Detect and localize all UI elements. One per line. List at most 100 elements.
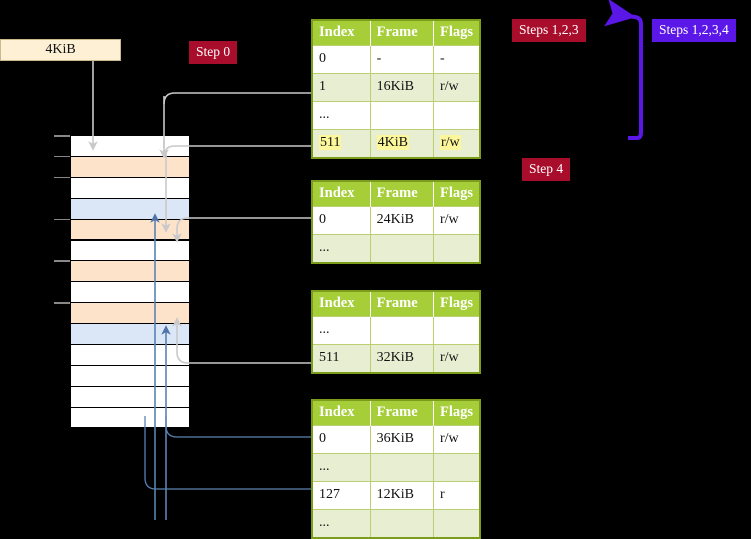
violet-bracket-arrow	[604, 0, 643, 140]
wire-t1-511-to-mem	[163, 145, 311, 158]
table-cell	[370, 101, 434, 130]
table-cell	[370, 316, 434, 345]
table-cell: r/w	[433, 206, 479, 235]
table-cell: r	[433, 481, 479, 510]
wire-t2-row0-to-mem6	[172, 217, 311, 243]
table-cell	[370, 509, 434, 537]
column-header-flags: Flags	[433, 21, 479, 46]
table-row[interactable]: ...	[313, 316, 479, 345]
table-cell: r/w	[433, 344, 479, 372]
table-cell: r/w	[433, 425, 479, 454]
column-header-index: Index	[313, 292, 371, 317]
table-cell: 127	[313, 481, 371, 510]
memory-frame-cell	[70, 364, 190, 386]
memory-frame-cell	[70, 176, 190, 198]
memory-frame-cell	[70, 155, 190, 177]
table-cell: 12KiB	[370, 481, 434, 510]
table-cell: 36KiB	[370, 425, 434, 454]
table-cell: 1	[313, 73, 371, 102]
memory-frame-cell	[70, 406, 190, 428]
table-cell	[433, 453, 479, 482]
memory-frame-cell	[70, 197, 190, 219]
memory-frame-cell	[70, 260, 190, 282]
column-header-flags: Flags	[433, 182, 479, 207]
table-cell	[370, 234, 434, 262]
frame-size-box: 4KiB	[0, 39, 121, 61]
memory-boundary-tick	[54, 260, 70, 262]
memory-boundary-tick	[54, 218, 70, 221]
table-cell: ...	[313, 101, 371, 130]
wire-t1-row1-left	[163, 92, 311, 105]
table-cell: ...	[313, 453, 371, 482]
memory-frame-cell	[70, 302, 190, 324]
table-cell	[433, 101, 479, 130]
table-cell: ...	[313, 509, 371, 537]
table-cell: 32KiB	[370, 344, 434, 372]
table-cell: 16KiB	[370, 73, 434, 102]
column-header-index: Index	[313, 401, 371, 426]
column-header-frame: Frame	[370, 401, 434, 426]
table-cell: 0	[313, 206, 371, 235]
table-row[interactable]: ...	[313, 453, 479, 482]
memory-frame-cell	[70, 218, 190, 240]
wire-t3-511-to-mem8	[172, 317, 311, 364]
column-header-frame: Frame	[370, 292, 434, 317]
memory-boundary-tick	[54, 176, 70, 179]
frame-size-label: 4KiB	[45, 42, 76, 57]
table-cell: -	[370, 45, 434, 74]
column-header-flags: Flags	[433, 292, 479, 317]
table-cell: 24KiB	[370, 206, 434, 235]
step-0-badge: Step 0	[189, 41, 238, 64]
memory-boundary-tick	[54, 155, 70, 158]
wire-blue-t4-row0	[165, 416, 311, 438]
physical-memory-column	[70, 135, 190, 428]
wire-blue-t4-row127	[144, 416, 311, 490]
table-cell	[433, 234, 479, 262]
memory-frame-cell	[70, 323, 190, 344]
table-cell: 4KiB	[370, 129, 434, 157]
table-row[interactable]: 511 4KiB r/w	[313, 129, 479, 157]
table-cell: ...	[313, 316, 371, 345]
table-cell: 0	[313, 425, 371, 454]
memory-frame-cell	[70, 344, 190, 365]
table-cell	[433, 316, 479, 345]
table-cell: r/w	[433, 73, 479, 102]
memory-frame-cell	[70, 385, 190, 407]
table-row[interactable]: 0--	[313, 45, 479, 74]
highlighted-value: r/w	[439, 135, 461, 150]
memory-frame-cell	[70, 281, 190, 303]
table-cell: 511	[313, 129, 371, 157]
highlighted-value: 4KiB	[376, 135, 409, 150]
column-header-frame: Frame	[370, 182, 434, 207]
step-4-badge: Step 4	[522, 158, 571, 181]
table-cell: -	[433, 45, 479, 74]
column-header-frame: Frame	[370, 21, 434, 46]
steps-123-badge: Steps 1,2,3	[512, 19, 586, 42]
table-cell: r/w	[433, 129, 479, 157]
table-row[interactable]: ...	[313, 509, 479, 537]
column-header-index: Index	[313, 182, 371, 207]
column-header-flags: Flags	[433, 401, 479, 426]
steps-1234-badge: Steps 1,2,3,4	[652, 19, 736, 42]
connector-wires	[88, 0, 643, 520]
table-cell	[433, 509, 479, 537]
table-row[interactable]: ...	[313, 101, 479, 130]
table-cell	[370, 453, 434, 482]
highlighted-value: 511	[319, 135, 342, 150]
table-row[interactable]: ...	[313, 234, 479, 262]
table-cell: 511	[313, 344, 371, 372]
memory-frame-cell	[70, 239, 190, 261]
table-cell: 0	[313, 45, 371, 74]
table-cell: ...	[313, 234, 371, 262]
column-header-index: Index	[313, 21, 371, 46]
